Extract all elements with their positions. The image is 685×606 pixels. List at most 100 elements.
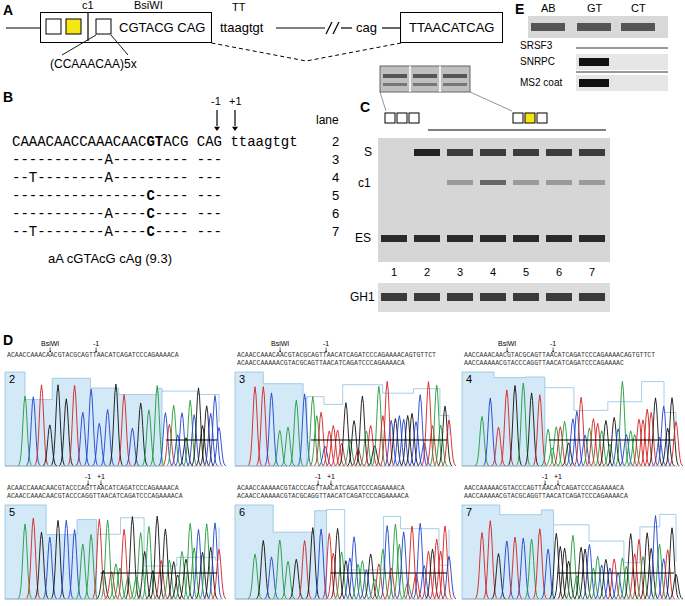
blot-band [577, 23, 611, 31]
trace-peak [212, 428, 226, 466]
trace-peak [669, 574, 683, 599]
gel-band [413, 74, 437, 78]
sequence-text: C [146, 207, 154, 221]
marker-arrow [318, 481, 319, 484]
label-text: BsiWI [498, 340, 516, 347]
construct-icon [385, 113, 395, 123]
trace-peak [248, 554, 262, 599]
panel-letter: A [3, 3, 13, 17]
threshold-line [558, 573, 674, 574]
baseline [235, 466, 453, 467]
trace-peak [18, 396, 32, 466]
label-text: -1 [542, 473, 548, 480]
gel-band [443, 83, 467, 86]
construct-icon [513, 113, 523, 123]
baseline [462, 599, 680, 600]
trace-peak [298, 394, 312, 466]
label-text: -1 [315, 473, 321, 480]
trace-peak [525, 539, 539, 599]
trace-peak [109, 384, 123, 466]
trace-peak [442, 556, 456, 599]
gel-band [414, 293, 440, 301]
trace-peak [541, 429, 555, 466]
label-text: 3 [457, 267, 463, 278]
trace-peak [256, 541, 270, 599]
label-text: aA cGTAcG cAg (9.3) [48, 252, 172, 265]
baseline [462, 466, 680, 467]
gel-band [513, 293, 539, 301]
trace-peak [508, 537, 522, 599]
sequence-text: AACCAAAAACGTACCCAGGTTAACATCAGATCCCAGAAAA… [464, 361, 624, 368]
trace-peak [380, 526, 394, 599]
gel-band [513, 235, 539, 242]
marker-arrow [96, 348, 97, 351]
blot-strip [576, 75, 668, 91]
sequence-text: AACCAAACAACGTACGCAGTTAACATCAGATCCCAGAAAA… [464, 353, 655, 360]
exon-sequence: CGTACG CAG [119, 20, 205, 35]
label-text: 7 [466, 507, 472, 518]
sequence-text: ACAACCAAAAACGTACGCAGGTTAACATCAGATCCCAGAA… [237, 494, 409, 501]
quality-shade [462, 372, 545, 466]
label-text: -1 [85, 473, 91, 480]
trace-peak [59, 520, 73, 598]
label-text: +1 [229, 96, 242, 107]
marker-arrow [326, 348, 327, 351]
trace-peak [558, 421, 572, 465]
sequence-text: ACAACCAAAAACGTACCCAGTTAACATCAGATCCCAGAAA… [237, 486, 405, 493]
label-text: BsiWI [271, 340, 289, 347]
trace-peak [26, 397, 40, 466]
gel-band [381, 293, 407, 301]
trace-peak [475, 533, 489, 599]
sequence-text: ACG CAG ttaagtgt [163, 135, 297, 149]
sequence-text: AACCAAAAACGTACGCAGGTTAACATCAGATCCCAGAAAA… [464, 494, 628, 501]
trace-peak [256, 387, 270, 466]
blot-separator [576, 72, 668, 73]
sequence-text: ACAACCAAAAACGTACGCAGTTAACATCAGATCCCAGAAA… [237, 361, 405, 368]
trace-peak [134, 403, 148, 466]
bracket-line [62, 35, 96, 55]
sequence-text: -----------A---- [12, 207, 146, 221]
label-text: +1 [97, 473, 105, 480]
label-text: 3 [239, 374, 245, 385]
label-text: 1 [391, 267, 397, 278]
quality-shade [235, 372, 307, 466]
cleavage-tick [87, 12, 88, 41]
label-text: 4 [332, 171, 339, 184]
label-text: lane [316, 114, 339, 126]
label-text: 2 [424, 267, 430, 278]
trace-peak [68, 530, 82, 599]
trace-peak [636, 557, 650, 599]
intron-line [6, 27, 40, 28]
label-text: -1 [323, 340, 329, 347]
label-text: GT [587, 3, 602, 14]
sequence-text: --T--------A---- [12, 225, 146, 239]
blot-band [531, 23, 565, 31]
intron-line [382, 27, 400, 28]
sequence-text: ACAACCAAACAACGTACCCAGGTTAACATCAGATCCCAGA… [7, 494, 183, 501]
splice-connector [211, 43, 401, 61]
label-text: S [364, 146, 372, 158]
position-arrow [234, 110, 235, 126]
threshold-line [311, 440, 447, 441]
gel-band [443, 74, 467, 78]
panel-letter: E [515, 2, 524, 16]
gel-band [546, 180, 572, 185]
exon-sequence: TTAACATCAG [409, 20, 494, 35]
construct-icon [525, 113, 535, 123]
trace-peak [314, 529, 328, 599]
quality-shade [462, 505, 554, 599]
trace-peak [649, 398, 663, 466]
quality-shade [5, 505, 97, 599]
label-text: 7 [332, 225, 339, 238]
marker-arrow [100, 481, 101, 484]
construct-icon [537, 113, 547, 123]
trace-peak [273, 431, 287, 466]
label-text: cag [356, 21, 377, 34]
label-text: (CCAAACAA)5x [50, 58, 137, 70]
label-text: 6 [239, 507, 245, 518]
zoom-line [380, 92, 386, 111]
marker-arrow [330, 481, 331, 484]
label-text: 6 [556, 267, 562, 278]
trace-peak [525, 393, 539, 466]
gel-band [381, 235, 407, 242]
